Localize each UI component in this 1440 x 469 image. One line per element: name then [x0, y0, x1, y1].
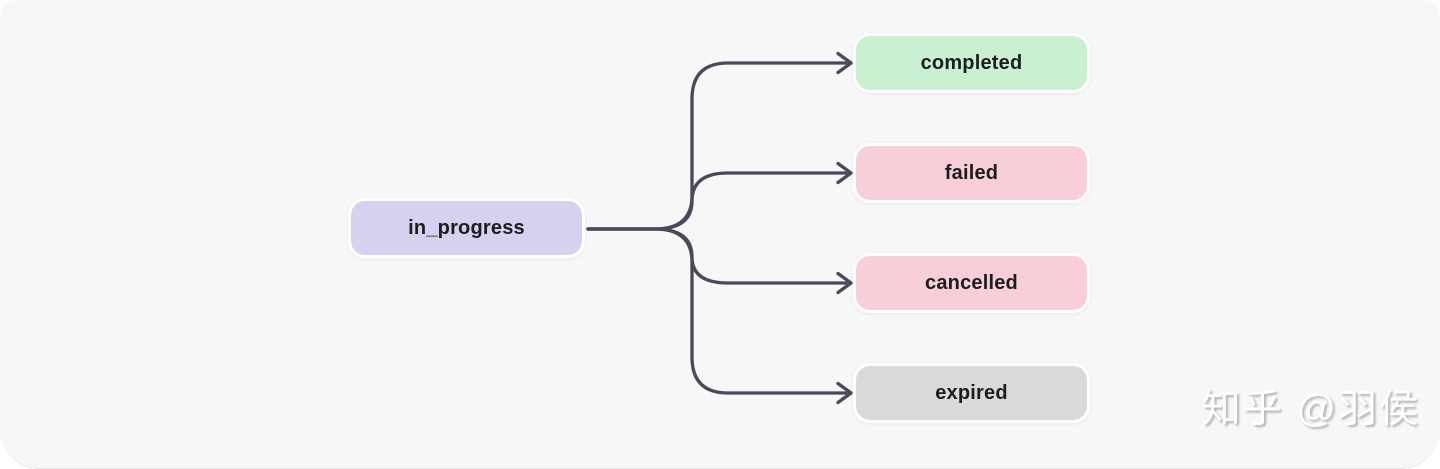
- arrowhead-expired-icon: [836, 381, 853, 405]
- node-completed: completed: [853, 33, 1090, 93]
- edge-in-progress-to-cancelled: [586, 227, 848, 285]
- arrowhead-failed-icon: [836, 161, 853, 185]
- node-failed-label: failed: [944, 161, 999, 184]
- node-expired: expired: [853, 363, 1090, 423]
- zhihu-watermark: 知乎 @羽侯: [1201, 388, 1420, 431]
- node-cancelled-label: cancelled: [925, 271, 1018, 294]
- node-failed: failed: [853, 143, 1090, 203]
- arrowhead-completed-icon: [836, 51, 853, 75]
- arrowhead-cancelled-icon: [836, 271, 853, 295]
- edge-in-progress-to-completed: [586, 61, 848, 231]
- node-in-progress: in_progress: [348, 198, 585, 258]
- node-completed-label: completed: [920, 51, 1023, 74]
- edge-in-progress-to-expired: [586, 227, 848, 395]
- node-cancelled: cancelled: [853, 253, 1090, 313]
- edge-in-progress-to-failed: [586, 171, 848, 231]
- node-expired-label: expired: [935, 381, 1008, 404]
- node-in-progress-label: in_progress: [408, 216, 525, 239]
